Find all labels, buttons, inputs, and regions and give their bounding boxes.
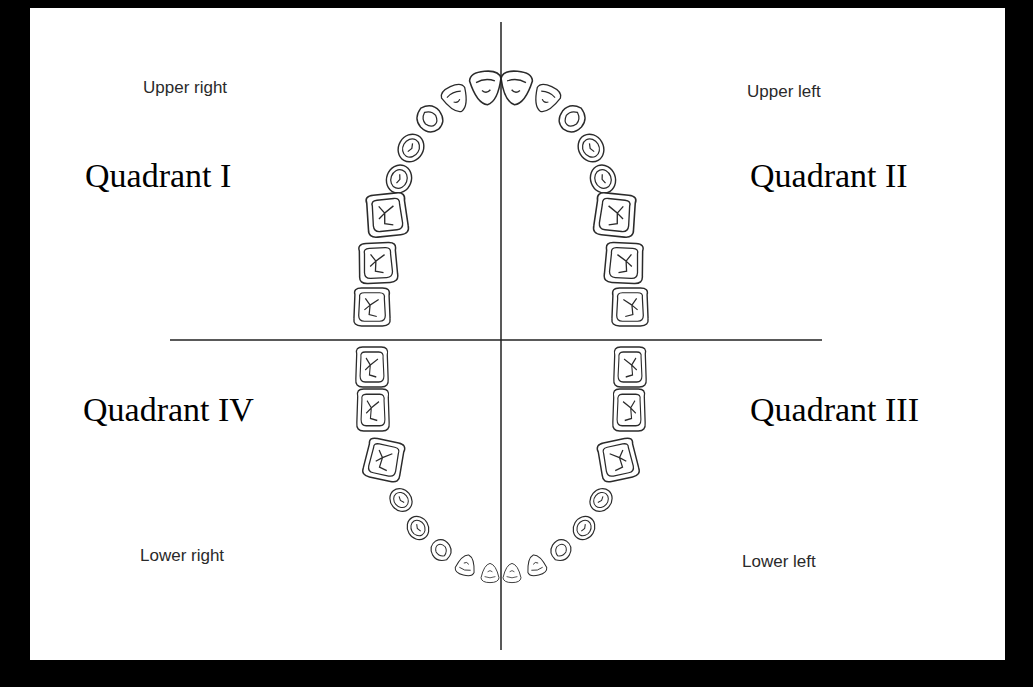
lower-right-teeth bbox=[356, 347, 499, 583]
quadrant-label: Quadrant II bbox=[750, 156, 908, 195]
upper-right-teeth bbox=[354, 70, 503, 326]
region-label: Upper right bbox=[143, 78, 227, 98]
upper-left-teeth bbox=[499, 70, 648, 326]
region-label: Lower left bbox=[742, 552, 816, 572]
midline bbox=[500, 22, 502, 650]
occlusal-line bbox=[170, 339, 822, 341]
region-label: Lower right bbox=[140, 546, 224, 566]
lower-left-teeth bbox=[503, 347, 646, 583]
white-ground bbox=[30, 8, 1005, 660]
quadrant-label: Quadrant I bbox=[85, 156, 231, 195]
region-label: Upper left bbox=[747, 82, 821, 102]
quadrant-label: Quadrant III bbox=[750, 390, 919, 429]
quadrant-label: Quadrant IV bbox=[83, 390, 254, 429]
